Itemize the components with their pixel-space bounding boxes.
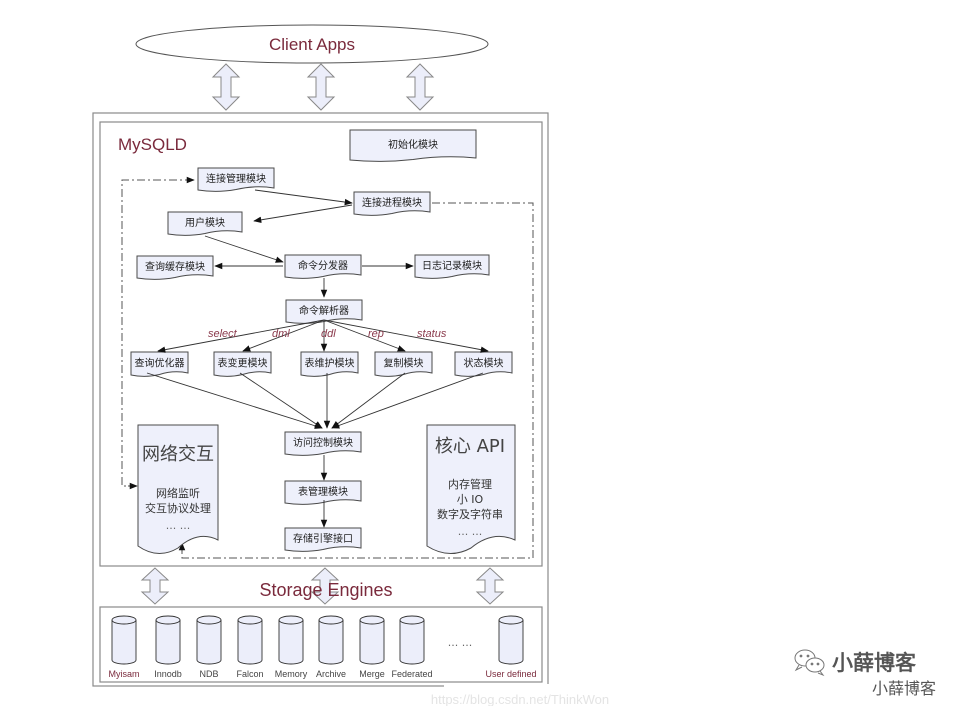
database-cylinder-icon [359, 620, 385, 665]
database-cylinder-icon [237, 620, 263, 665]
watermark-account-name: 小薛博客 [832, 651, 916, 675]
double-arrow-icon [306, 63, 336, 111]
engine-innodb: Innodb [154, 615, 182, 679]
engine-ndb: NDB [196, 615, 222, 679]
module-storage-engine-interface-label: 存储引擎接口 [293, 532, 353, 545]
module-replication: 复制模块 [374, 351, 433, 377]
module-query-cache: 查询缓存模块 [136, 255, 214, 280]
engine-label: Innodb [154, 669, 182, 679]
module-storage-engine-interface: 存储引擎接口 [284, 527, 362, 552]
url-watermark: https://blog.csdn.net/ThinkWon [431, 692, 609, 706]
mysqld-title: MySQLD [118, 135, 187, 154]
module-init: 初始化模块 [349, 129, 477, 162]
network-more: ... ... [166, 519, 190, 532]
edges [146, 189, 489, 528]
module-user: 用户模块 [167, 211, 243, 236]
module-status-label: 状态模块 [464, 357, 504, 370]
module-connection-thread-label: 连接进程模块 [362, 196, 422, 209]
storage-connectors [140, 567, 505, 605]
engine-label: Federated [391, 669, 432, 679]
module-logging: 日志记录模块 [414, 254, 490, 279]
module-table-maintenance: 表维护模块 [300, 351, 359, 377]
client-connectors [211, 63, 435, 111]
module-command-dispatcher: 命令分发器 [284, 254, 362, 279]
module-command-dispatcher-label: 命令分发器 [298, 259, 348, 272]
edge-label-select: select [208, 328, 238, 340]
module-table-management: 表管理模块 [284, 480, 362, 505]
dashed-loop-right [181, 202, 534, 559]
module-init-label: 初始化模块 [388, 138, 438, 151]
database-cylinder-icon [196, 620, 222, 665]
engine-label: Archive [316, 669, 346, 679]
module-command-parser: 命令解析器 [285, 299, 363, 324]
wechat-icon [794, 649, 825, 677]
database-cylinder-icon [155, 620, 181, 665]
module-access-control: 访问控制模块 [284, 431, 362, 456]
module-query-optimizer: 查询优化器 [130, 351, 189, 377]
edge-label-ddl: ddl [321, 328, 336, 340]
core-api-title: 核心 API [435, 436, 505, 457]
module-replication-label: 复制模块 [384, 357, 424, 370]
core-api-line-2: 小 IO [457, 493, 484, 506]
engine-federated: Federated [391, 615, 433, 679]
module-table-change-label: 表变更模块 [218, 357, 268, 370]
module-connection-thread: 连接进程模块 [353, 191, 431, 216]
module-status: 状态模块 [454, 351, 513, 377]
engine-label: Merge [359, 669, 385, 679]
engine-archive: Archive [316, 615, 346, 679]
database-cylinder-icon [278, 620, 304, 665]
module-query-cache-label: 查询缓存模块 [145, 260, 205, 273]
engine-merge: Merge [359, 615, 385, 679]
double-arrow-icon [405, 63, 435, 111]
engine-label: User defined [485, 669, 536, 679]
double-arrow-icon [211, 63, 241, 111]
database-cylinder-icon [498, 620, 524, 665]
module-table-management-label: 表管理模块 [298, 485, 348, 498]
core-api-line-1: 内存管理 [448, 477, 492, 491]
engine-memory: Memory [275, 615, 308, 679]
double-arrow-icon [140, 567, 170, 605]
network-title: 网络交互 [142, 444, 214, 465]
module-access-control-label: 访问控制模块 [293, 436, 353, 449]
edge-label-rep: rep [368, 328, 384, 340]
database-cylinder-icon [399, 620, 425, 665]
module-command-parser-label: 命令解析器 [299, 304, 349, 317]
storage-engines-title: Storage Engines [259, 580, 392, 600]
module-user-label: 用户模块 [185, 216, 225, 229]
engine-label: NDB [199, 669, 218, 679]
network-line-2: 交互协议处理 [145, 501, 211, 515]
client-apps-label: Client Apps [269, 35, 355, 54]
client-apps-node: Client Apps [135, 24, 489, 64]
edge-label-dml: dml [272, 328, 290, 340]
engine-label: Falcon [236, 669, 263, 679]
module-connection-management: 连接管理模块 [197, 167, 275, 192]
engines-more: ... ... [448, 636, 472, 649]
engine-myisam: Myisam [109, 615, 140, 679]
engine-user-defined: User defined [485, 615, 537, 679]
engine-label: Memory [275, 669, 308, 679]
database-cylinder-icon [318, 620, 344, 665]
engine-label: Myisam [109, 669, 140, 679]
module-logging-label: 日志记录模块 [422, 259, 482, 272]
outer-frame [92, 112, 549, 687]
engine-list: Myisam Innodb NDB Falcon Memory Archive Merge F… [109, 615, 537, 679]
module-table-maintenance-label: 表维护模块 [305, 357, 355, 370]
core-api-line-3: 数字及字符串 [437, 507, 503, 521]
core-api-node: 核心 API 内存管理 小 IO 数字及字符串 ... ... [426, 424, 516, 554]
database-cylinder-icon [111, 620, 137, 665]
network-line-1: 网络监听 [156, 486, 200, 500]
engine-falcon: Falcon [236, 615, 264, 679]
module-query-optimizer-label: 查询优化器 [135, 357, 185, 370]
core-api-more: ... ... [458, 525, 482, 538]
network-interaction-node: 网络交互 网络监听 交互协议处理 ... ... [137, 424, 219, 554]
wechat-watermark: 小薛博客 小薛博客 [794, 649, 936, 698]
double-arrow-icon [310, 567, 340, 605]
edge-label-status: status [417, 328, 447, 340]
double-arrow-icon [475, 567, 505, 605]
module-connection-management-label: 连接管理模块 [206, 172, 266, 185]
watermark-account-sub: 小薛博客 [872, 679, 936, 698]
